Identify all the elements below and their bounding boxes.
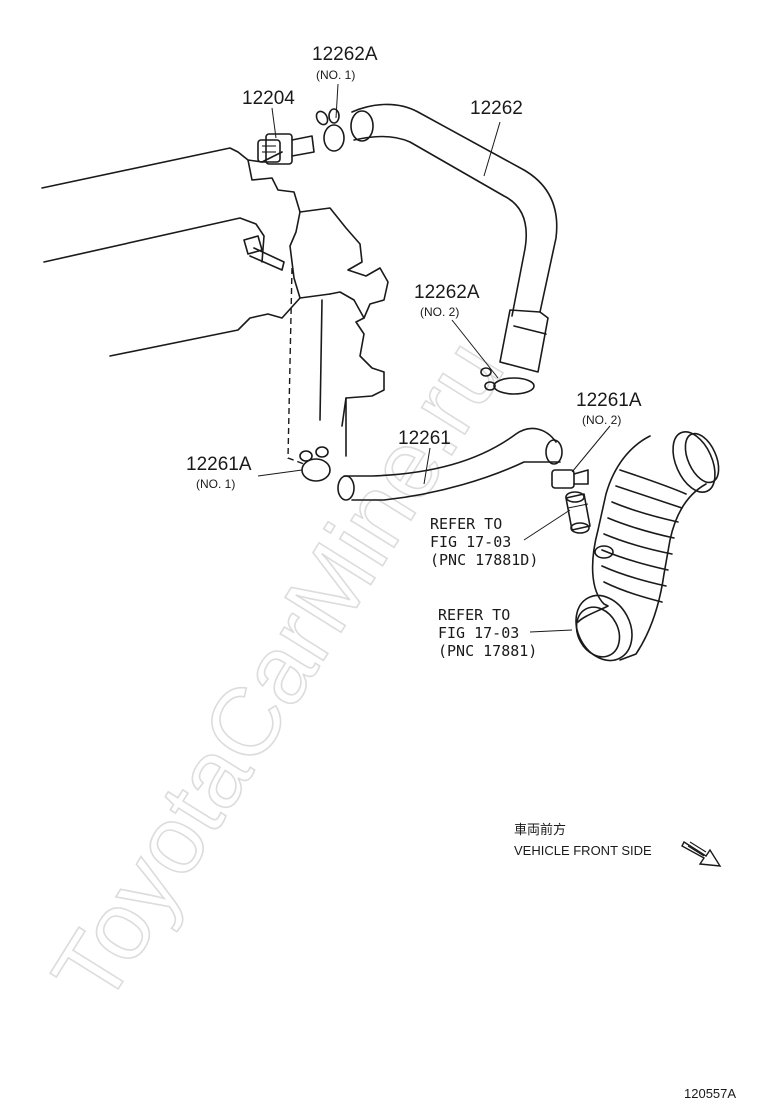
vehicle-front-indicator: 車両前方 VEHICLE FRONT SIDE <box>514 822 722 867</box>
refer-17881: REFER TO FIG 17-03 (PNC 17881) <box>438 606 537 660</box>
part-number: 12261A <box>186 454 252 475</box>
clamp-12261A-no2[interactable] <box>551 469 589 489</box>
label-12261A-no1: 12261A (NO. 1) <box>186 454 252 491</box>
label-12262A-no2: 12262A (NO. 2) <box>414 282 480 319</box>
part-number: 12262A <box>312 44 378 65</box>
label-12261: 12261 <box>398 428 451 449</box>
ref-line1: REFER TO <box>430 515 502 533</box>
assembly-line <box>287 267 305 465</box>
label-12262: 12262 <box>470 98 523 119</box>
ref-line2: FIG 17-03 <box>430 533 511 551</box>
part-note: (NO. 1) <box>316 68 355 82</box>
part-number: 12204 <box>242 88 295 109</box>
clamp-12261A-no1[interactable] <box>299 446 331 482</box>
part-number: 12261A <box>576 390 642 411</box>
part-number: 12262A <box>414 282 480 303</box>
leader-lines <box>257 83 611 633</box>
ref-line3: (PNC 17881) <box>438 642 537 660</box>
ref-line2: FIG 17-03 <box>438 624 519 642</box>
watermark: ToyotaCarMine.ru <box>32 322 524 1021</box>
label-12261A-no2: 12261A (NO. 2) <box>576 390 642 427</box>
part-note: (NO. 2) <box>420 305 459 319</box>
direction-english: VEHICLE FRONT SIDE <box>514 843 652 858</box>
direction-japanese: 車両前方 <box>514 822 566 837</box>
fitting-17881D <box>565 491 591 534</box>
ref-line3: (PNC 17881D) <box>430 551 538 569</box>
pcv-valve-12204[interactable] <box>257 133 315 165</box>
hose-12262[interactable] <box>350 103 558 373</box>
part-note: (NO. 1) <box>196 477 235 491</box>
hose-12261[interactable] <box>337 427 563 501</box>
part-number: 12262 <box>470 98 523 119</box>
ref-line1: REFER TO <box>438 606 510 624</box>
direction-arrow-icon <box>681 840 722 867</box>
engine-block <box>41 147 389 457</box>
part-note: (NO. 2) <box>582 413 621 427</box>
clamp-12262A-no1[interactable] <box>314 108 345 152</box>
label-12262A-no1: 12262A (NO. 1) <box>312 44 378 82</box>
figure-id: 120557A <box>684 1086 736 1101</box>
air-intake-hose-17881 <box>575 431 720 662</box>
clamp-12262A-no2[interactable] <box>480 367 535 395</box>
refer-17881D: REFER TO FIG 17-03 (PNC 17881D) <box>430 515 538 569</box>
label-12204: 12204 <box>242 88 295 109</box>
part-number: 12261 <box>398 428 451 449</box>
